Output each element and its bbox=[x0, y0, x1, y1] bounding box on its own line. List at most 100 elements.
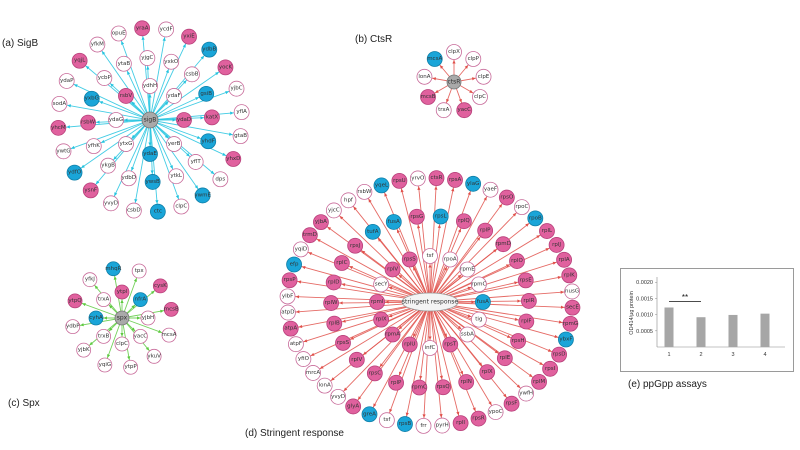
edge bbox=[429, 301, 560, 356]
gene-node-circle bbox=[132, 292, 148, 308]
edge-arrow bbox=[80, 323, 84, 327]
gene-node-label: ypoC bbox=[489, 409, 503, 415]
gene-node-label: clpP bbox=[468, 56, 480, 62]
edge bbox=[149, 36, 190, 121]
edge bbox=[324, 301, 431, 386]
gene-node: opuE bbox=[110, 25, 127, 42]
edge-arrow bbox=[451, 187, 455, 192]
gene-node-label: rplW bbox=[325, 300, 338, 306]
edge bbox=[404, 301, 431, 425]
gene-node-label: ywfH bbox=[519, 391, 533, 397]
gene-node: trxB bbox=[96, 328, 112, 344]
edge-arrow bbox=[113, 276, 117, 280]
gene-node: ywmE bbox=[194, 187, 211, 204]
edge-arrow bbox=[341, 283, 346, 287]
edge bbox=[381, 185, 431, 303]
gene-node-label: ycdF bbox=[160, 26, 173, 32]
edge-arrow bbox=[186, 152, 190, 157]
gene-node-label: yqiD bbox=[295, 246, 308, 252]
gene-node-label: yqiG bbox=[99, 362, 112, 368]
gene-node-label: tpx bbox=[135, 268, 145, 274]
gene-node-label: ctc bbox=[154, 209, 162, 215]
gene-node: rpsC bbox=[366, 365, 383, 382]
gene-node-circle bbox=[470, 410, 487, 427]
gene-node: trxA bbox=[96, 292, 112, 308]
edge bbox=[364, 191, 431, 303]
gene-node: trxA bbox=[435, 102, 452, 119]
hub-circle bbox=[141, 111, 159, 129]
gene-node-label: rpsC bbox=[369, 370, 382, 376]
gene-node: yvyD bbox=[330, 388, 347, 405]
gene-node: yaeF bbox=[482, 181, 499, 198]
gene-node-circle bbox=[232, 128, 249, 145]
gene-node: mrcA bbox=[305, 365, 321, 381]
edge-arrow bbox=[195, 97, 199, 101]
gene-node: yjgC bbox=[139, 50, 156, 66]
gene-node: rplP bbox=[388, 374, 404, 391]
gene-node-circle bbox=[561, 267, 578, 284]
gene-node-circle bbox=[108, 112, 124, 128]
gene-node: rpsA bbox=[447, 172, 463, 188]
edge-arrow bbox=[127, 356, 131, 360]
gene-node: yjbC bbox=[228, 80, 245, 97]
gene-node: yjbH bbox=[140, 310, 156, 326]
edge-arrow bbox=[417, 224, 421, 229]
edge bbox=[348, 200, 431, 303]
edge-arrow bbox=[310, 352, 315, 356]
gene-node-label: nusG bbox=[565, 288, 579, 294]
gene-node-circle bbox=[487, 404, 504, 420]
edge-arrow bbox=[120, 333, 124, 337]
edge-arrow bbox=[73, 84, 78, 88]
gene-node-label: rplK bbox=[564, 272, 575, 278]
edge-arrow bbox=[182, 43, 186, 48]
gene-node-label: mcsA bbox=[161, 332, 176, 338]
gene-node-circle bbox=[96, 328, 112, 344]
edge-arrow bbox=[432, 77, 437, 81]
gene-node-circle bbox=[442, 336, 459, 353]
gene-node: secY bbox=[373, 276, 390, 293]
gene-node-circle bbox=[401, 336, 418, 353]
gene-node: ylaG bbox=[465, 175, 482, 192]
gene-node-label: ytpP bbox=[125, 364, 138, 370]
bar bbox=[664, 307, 674, 347]
edge-arrow bbox=[297, 280, 302, 284]
gene-node: yhxD bbox=[225, 151, 242, 167]
gene-node-circle bbox=[384, 326, 401, 343]
edge-arrow bbox=[557, 275, 562, 280]
gene-node-circle bbox=[459, 326, 476, 343]
gene-node-circle bbox=[456, 213, 472, 230]
gene-node: nfrA bbox=[132, 292, 148, 308]
gene-node-circle bbox=[103, 195, 119, 212]
gene-node-label: gsiB bbox=[200, 91, 212, 97]
significance-annotation: ** bbox=[682, 293, 688, 302]
edge-arrow bbox=[330, 377, 335, 381]
edge-arrow bbox=[498, 203, 503, 208]
edge-arrow bbox=[162, 37, 166, 42]
gene-node-label: frr bbox=[420, 423, 427, 429]
gene-node-label: cyhA bbox=[89, 315, 103, 321]
gene-node: tsf bbox=[378, 412, 395, 429]
gene-node-label: rpmA bbox=[385, 332, 400, 338]
edge-arrow bbox=[552, 261, 557, 265]
gene-node-circle bbox=[281, 272, 298, 289]
gene-node-label: rplC bbox=[336, 260, 347, 266]
gene-node: rpsH bbox=[510, 333, 527, 349]
gene-node: yfiO bbox=[295, 351, 312, 367]
edge-arrow bbox=[525, 223, 530, 227]
spx-panel-label: (c) Spx bbox=[8, 398, 40, 409]
gene-node: clpP bbox=[465, 51, 482, 67]
gene-node-circle bbox=[204, 109, 220, 126]
gene-node: tig bbox=[470, 311, 487, 328]
gene-node-circle bbox=[198, 85, 215, 102]
gene-node: greA bbox=[361, 406, 378, 423]
edge-arrow bbox=[319, 365, 324, 369]
gene-node-circle bbox=[97, 357, 113, 373]
gene-node: ydbD bbox=[120, 170, 137, 187]
x-tick-label: 3 bbox=[731, 352, 734, 358]
gene-node: katX bbox=[204, 109, 220, 126]
gene-node-label: yocK bbox=[219, 64, 233, 70]
edge bbox=[141, 28, 151, 121]
gene-node: frr bbox=[415, 417, 432, 434]
gene-node-circle bbox=[181, 28, 197, 45]
gene-node-circle bbox=[496, 350, 513, 367]
